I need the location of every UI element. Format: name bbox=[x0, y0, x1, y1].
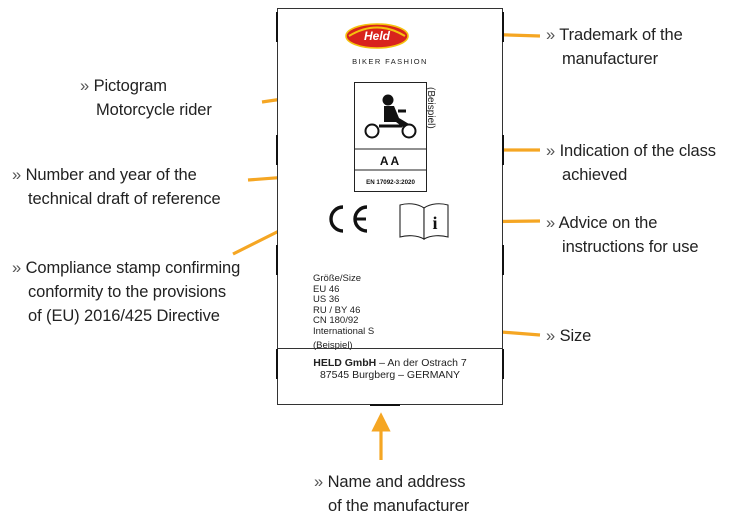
size-line: RU / BY 46 bbox=[313, 304, 361, 316]
pictogram-class-box: AA EN 17092-3:2020 bbox=[354, 82, 427, 192]
label-class: » Indication of the class achieved bbox=[546, 142, 716, 184]
label-pictogram: » Pictogram Motorcycle rider bbox=[80, 77, 212, 119]
company-name: HELD GmbH bbox=[313, 357, 377, 369]
card-notch bbox=[276, 245, 278, 275]
label-compliance: » Compliance stamp confirming conformity… bbox=[12, 259, 241, 325]
card-notch bbox=[502, 349, 504, 379]
card-notch bbox=[276, 349, 278, 379]
example-vertical-note: (Beispiel) bbox=[425, 87, 436, 129]
label-advice: » Advice on the instructions for use bbox=[546, 214, 699, 256]
manufacturer-address: HELD GmbH – An der Ostrach 7 87545 Burgb… bbox=[278, 348, 502, 404]
label-name-address: » Name and address of the manufacturer bbox=[314, 473, 470, 515]
size-line: Größe/Size bbox=[313, 273, 362, 284]
size-line: International S bbox=[313, 325, 375, 337]
size-line: CN 180/92 bbox=[313, 315, 359, 326]
card-notch bbox=[502, 12, 504, 42]
size-line: US 36 bbox=[313, 294, 340, 305]
label-number-year: » Number and year of the technical draft… bbox=[12, 166, 221, 208]
instructions-info-icon: i bbox=[399, 203, 449, 240]
card-notch bbox=[370, 404, 400, 406]
card-notch bbox=[502, 135, 504, 165]
card-notch bbox=[502, 245, 504, 275]
label-size: » Size bbox=[546, 327, 592, 345]
class-code: AA bbox=[380, 154, 401, 168]
standard-code: EN 17092-3:2020 bbox=[366, 179, 415, 186]
card-notch bbox=[276, 135, 278, 165]
motorcycle-rider-icon bbox=[364, 94, 417, 139]
card-notch bbox=[276, 12, 278, 42]
label-trademark: » Trademark of the manufacturer bbox=[546, 26, 683, 68]
held-logo: Held bbox=[345, 23, 409, 49]
svg-text:i: i bbox=[432, 213, 437, 233]
brand-tagline: BIKER FASHION bbox=[352, 57, 428, 66]
ce-mark-icon bbox=[329, 205, 368, 233]
size-block: Größe/Size EU 46 US 36 RU / BY 46 CN 180… bbox=[313, 273, 375, 352]
size-line: EU 46 bbox=[313, 283, 340, 295]
garment-label-card: Held BIKER FASHION AA EN 17092-3:2020 (B… bbox=[276, 8, 504, 406]
size-example-note: (Beispiel) bbox=[313, 340, 353, 351]
svg-text:Held: Held bbox=[364, 29, 391, 43]
